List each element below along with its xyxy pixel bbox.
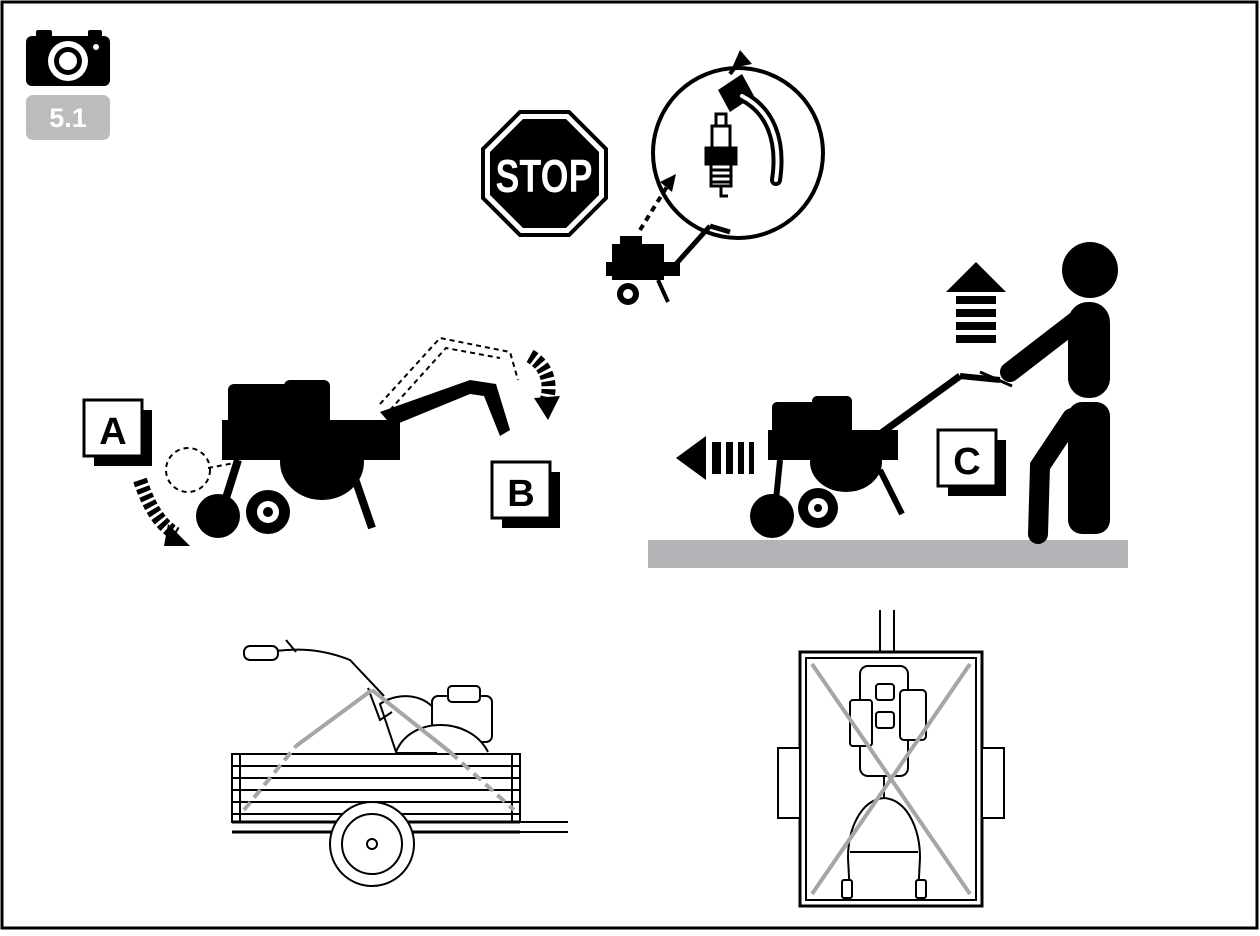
callout-b: B	[490, 460, 560, 528]
figure-number: 5.1	[49, 103, 87, 133]
stop-sign: STOP	[481, 110, 608, 237]
spark-plug-detail	[638, 50, 825, 240]
callout-c: C	[936, 428, 1006, 496]
spark-plug	[704, 112, 738, 198]
arrow-curved-down-left-icon	[133, 477, 190, 546]
small-tiller-icon	[606, 223, 731, 305]
arrow-left-icon	[676, 436, 754, 480]
tiller-handle-fold-illustration	[165, 336, 519, 538]
figure-number-box	[26, 95, 110, 140]
ground-surface	[648, 540, 1128, 568]
camera-icon	[26, 30, 110, 86]
callout-a-label: A	[99, 411, 126, 453]
arrow-up-icon	[946, 262, 1006, 343]
callout-b-label: B	[507, 473, 534, 515]
trailer-top-view	[777, 610, 1005, 908]
figure-badge: 5.1	[26, 30, 110, 140]
tiller-outline-side	[243, 639, 493, 753]
tie-down-straps	[242, 688, 516, 812]
arrow-curved-down-right-icon	[526, 349, 560, 420]
person-icon	[1000, 242, 1118, 544]
stop-sign-label: STOP	[495, 151, 592, 202]
callout-c-label: C	[953, 441, 980, 483]
spark-plug-cap	[718, 74, 784, 186]
callout-a: A	[82, 398, 152, 466]
tiller-push-illustration	[750, 370, 1013, 538]
tie-down-straps	[810, 662, 972, 896]
trailer-side-view	[231, 639, 568, 887]
